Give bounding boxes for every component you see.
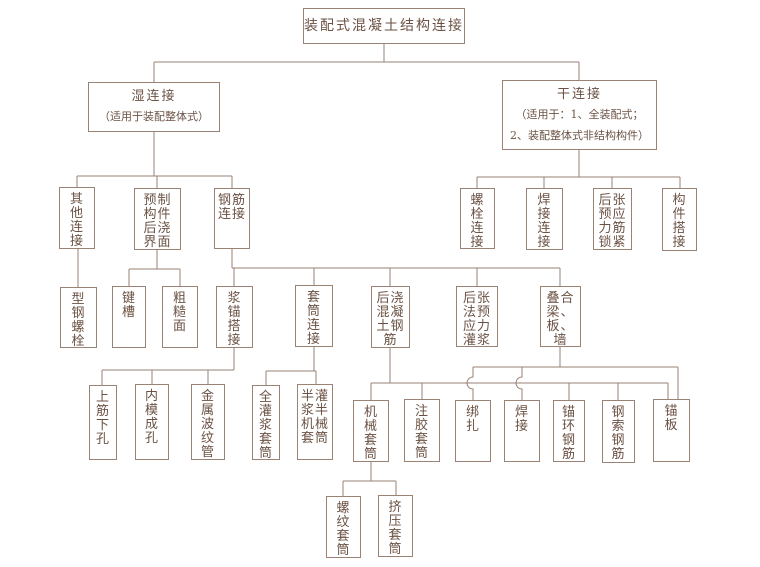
node-dry-connection: 干连接 （适用于：1、全装配式； 2、装配整体式非结构构件） <box>502 80 657 150</box>
node-metal-corrugated-duct: 金 属 波 纹 管 <box>191 384 225 460</box>
connector-composite-rail-with-hops <box>466 347 679 400</box>
node-sleeve-connection: 套 筒 连 接 <box>295 285 333 347</box>
dry-connection-note-2: 2、装配整体式非结构构件） <box>510 128 649 142</box>
node-anchor-ring-rebar: 锚 环 钢 筋 <box>553 400 585 462</box>
node-bolt-connection: 螺 栓 连 接 <box>460 188 495 250</box>
node-post-tension-tendon-lock: 后张 预应 力筋 锁紧 <box>593 188 632 250</box>
node-other-connection: 其 他 连 接 <box>59 187 95 249</box>
node-root-title: 装配式混凝土结构连接 <box>303 8 465 44</box>
node-inner-mold-hole: 内 模 成 孔 <box>135 384 169 460</box>
node-glue-injection-sleeve: 注 胶 套 筒 <box>404 399 440 462</box>
connector-root-to-branches <box>153 44 580 82</box>
node-keyway: 键 槽 <box>112 286 146 348</box>
node-mechanical-sleeve: 机 械 套 筒 <box>353 400 389 462</box>
node-welding: 焊 接 <box>504 400 540 462</box>
node-weld-connection: 焊 接 连 接 <box>526 188 563 250</box>
node-precast-postcast-interface: 预制 构件 后浇 界面 <box>134 188 181 250</box>
node-component-lap: 构 件 搭 接 <box>662 188 697 251</box>
connector-postcast-rebar-rail <box>370 348 669 400</box>
node-rebar-connection: 钢筋 连接 <box>214 188 250 249</box>
wet-connection-title: 湿连接 <box>131 88 177 104</box>
node-tying: 绑 扎 <box>455 400 491 462</box>
node-crimped-sleeve: 挤 压 套 筒 <box>378 495 413 557</box>
wet-connection-note: （适用于装配整体式） <box>99 110 209 124</box>
connector-wet-to-children <box>76 132 233 188</box>
node-rough-surface: 粗 糙 面 <box>162 286 198 348</box>
node-steel-cable-rebar: 钢 索 钢 筋 <box>602 400 635 463</box>
node-wet-connection: 湿连接 （适用于装配整体式） <box>88 82 220 132</box>
node-upper-bar-lower-hole: 上 筋 下 孔 <box>89 385 117 460</box>
node-post-cast-concrete-rebar: 后浇 混凝 土钢 筋 <box>371 286 410 348</box>
connector-mechanical-to-children <box>342 462 397 496</box>
connector-sleeve-to-children <box>265 347 317 385</box>
connector-dry-to-children <box>476 150 681 188</box>
node-threaded-sleeve: 螺 纹 套 筒 <box>326 496 361 558</box>
node-full-grout-sleeve: 全 灌 浆 套 筒 <box>252 385 280 461</box>
dry-connection-title: 干连接 <box>556 86 602 102</box>
connector-grout-anchor-to-children <box>101 348 235 385</box>
connector-rebar-to-children <box>231 249 561 286</box>
node-post-tension-grouting: 后张 法预 应力 灌浆 <box>456 286 498 348</box>
node-anchor-plate: 锚 板 <box>653 399 690 462</box>
node-composite-beam-slab-wall: 叠合 梁、 板、 墙 <box>540 286 581 348</box>
node-grout-anchor-lap: 浆 锚 搭 接 <box>216 286 253 348</box>
node-shaped-steel-bolt: 型 钢 螺 栓 <box>60 287 97 349</box>
dry-connection-note-1: （适用于：1、全装配式； <box>515 108 644 121</box>
node-half-grout-half-mech-sleeve: 半灌 浆半 机械 套筒 <box>297 384 333 460</box>
connector-precast-to-children <box>128 250 181 286</box>
